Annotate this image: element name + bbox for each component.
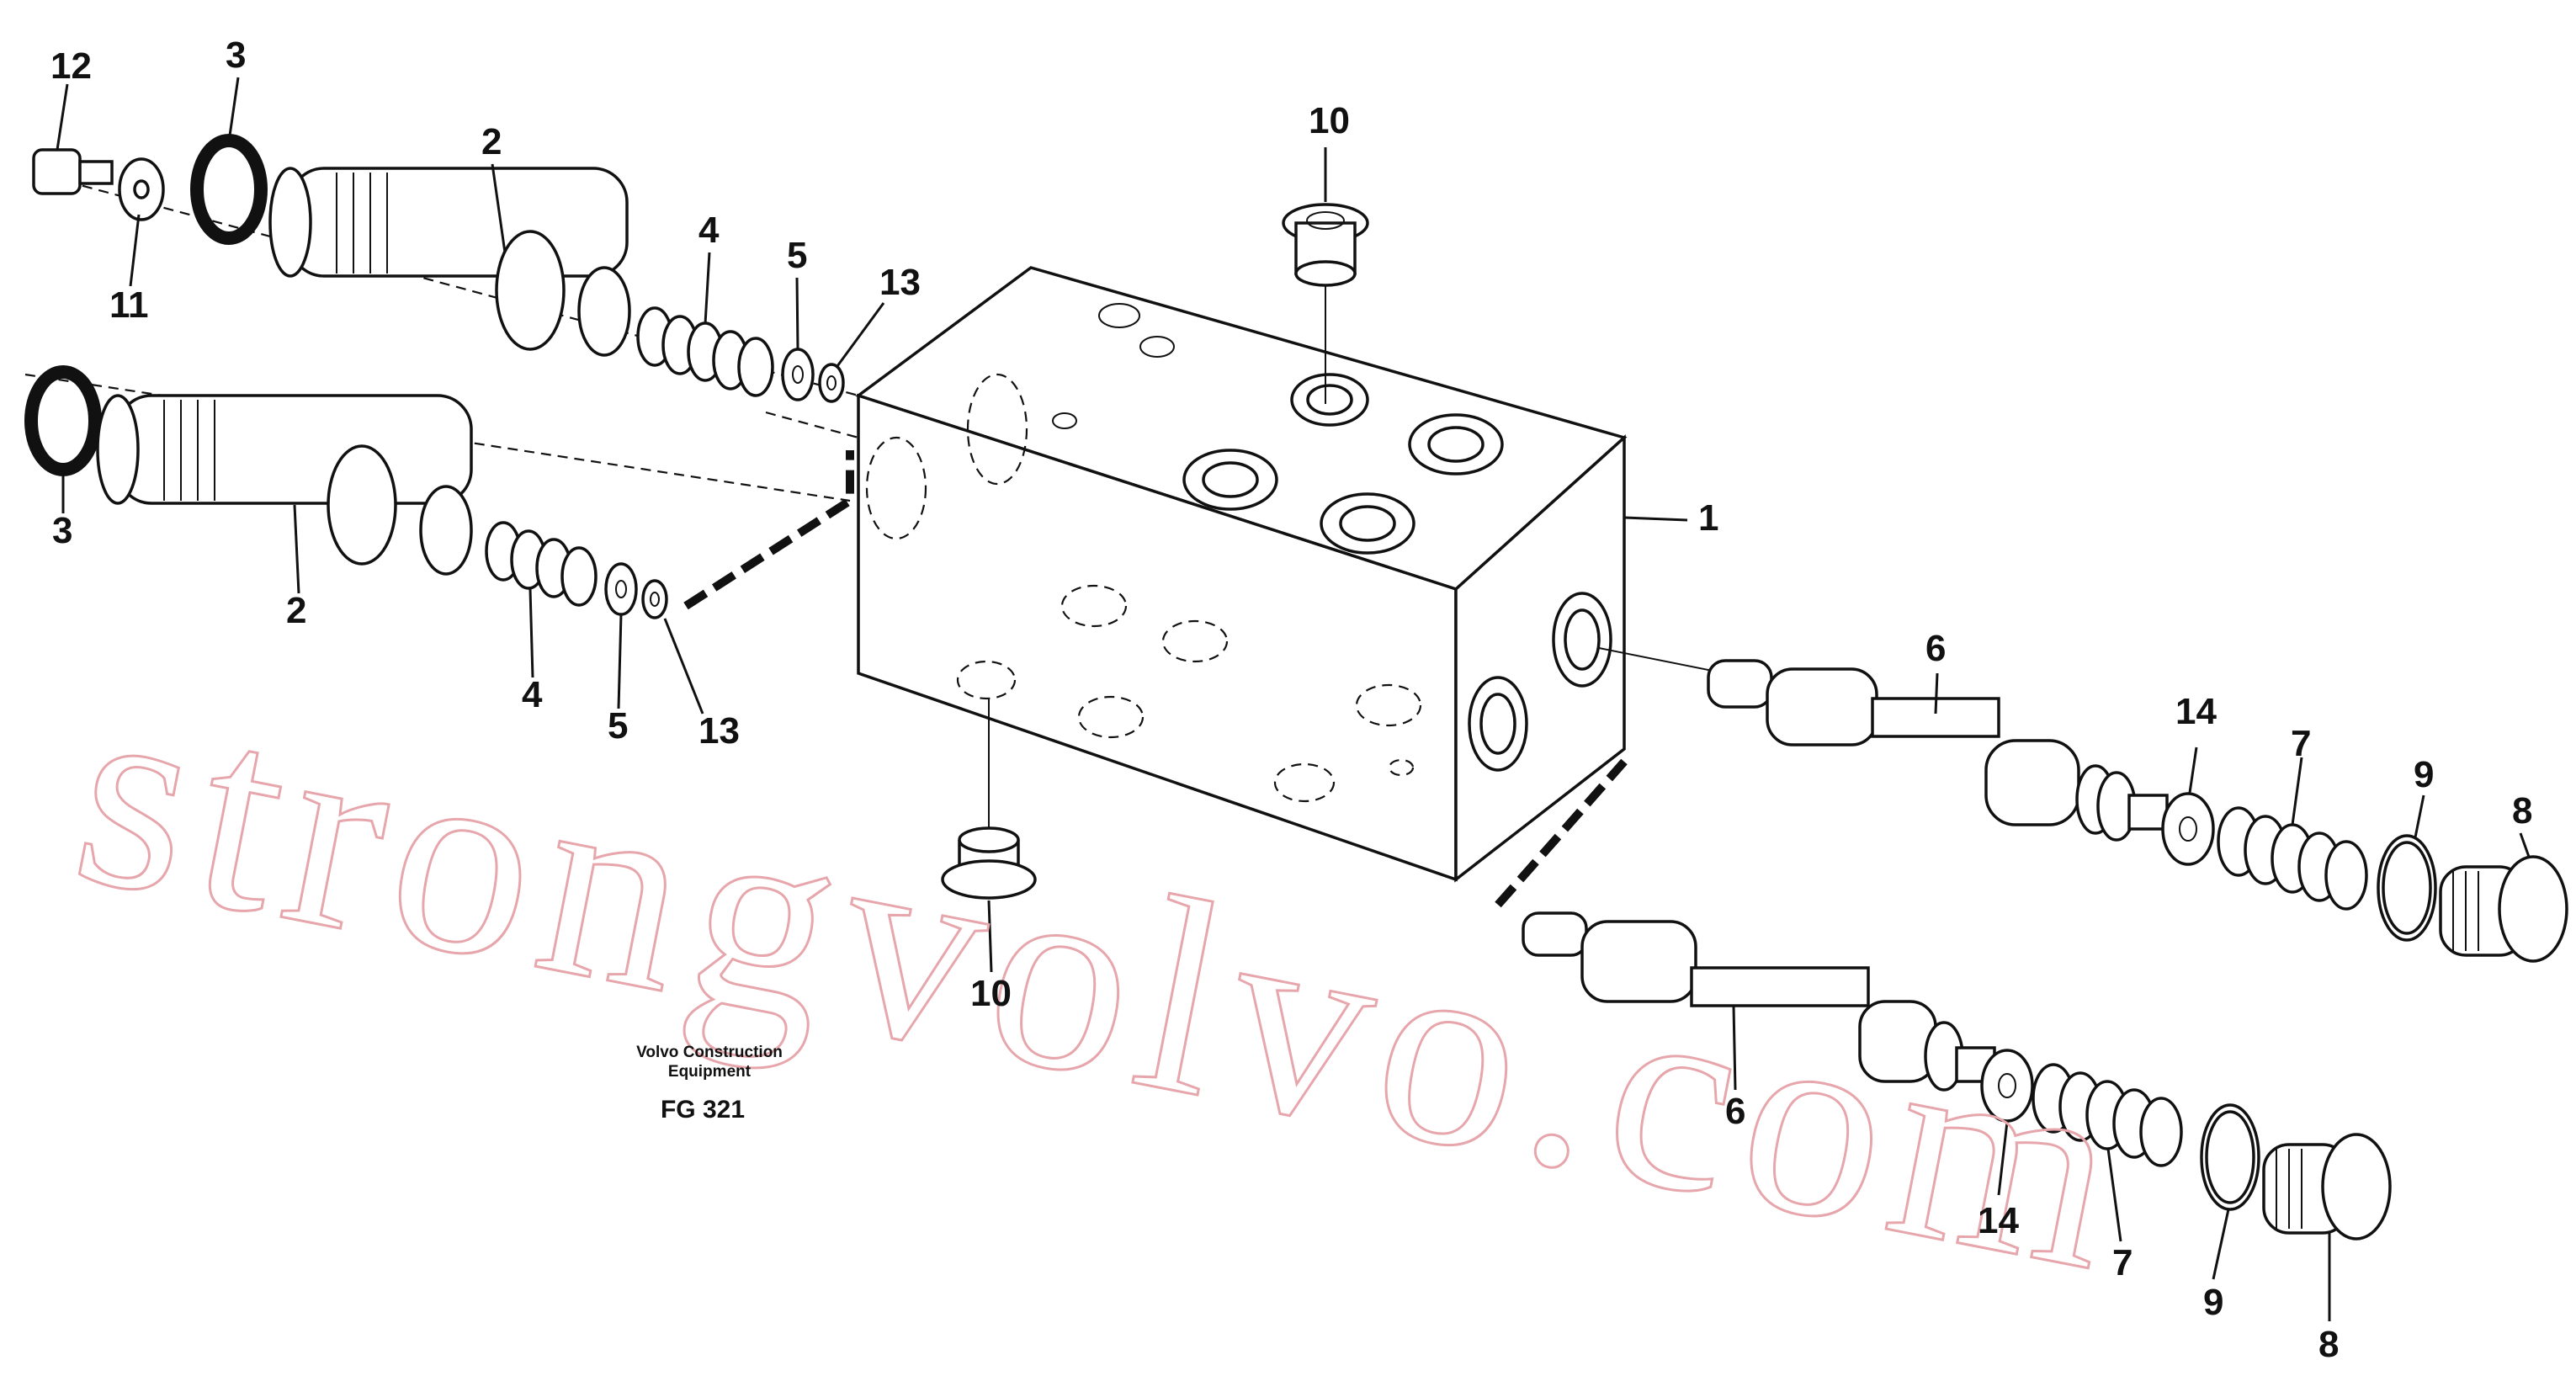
caption-company-line1: Volvo Construction [636,1044,783,1061]
callout-7-lower: 7 [2112,1242,2133,1283]
callout-3-lower: 3 [52,510,72,551]
callout-6-upper: 6 [1925,628,1946,669]
top-plug [1282,203,1369,404]
assembly-line-left [683,450,854,610]
callout-14-lower: 14 [1978,1200,2019,1241]
upper-left-cartridge-assembly [32,134,859,403]
callout-9-upper: 9 [2414,754,2434,795]
lower-right-spool-assembly [1522,911,2392,1241]
callout-6-lower: 6 [1725,1091,1745,1132]
leader-lines [56,77,2531,1321]
caption-group-code: FG 321 [661,1096,745,1124]
callout-2-lower: 2 [286,590,306,631]
callout-4-upper: 4 [698,210,720,251]
callout-12: 12 [50,45,92,87]
callout-7-upper: 7 [2291,723,2311,764]
upper-right-spool-assembly [1598,647,2568,963]
callout-1: 1 [1698,497,1718,539]
part-callouts: 12 3 2 11 4 5 13 3 2 4 5 13 10 10 1 6 14… [50,35,2532,1365]
callout-13-lower: 13 [698,710,740,752]
callout-14-upper: 14 [2175,691,2217,732]
callout-8-upper: 8 [2512,790,2532,831]
callout-5-upper: 5 [787,235,807,276]
callout-13-upper: 13 [879,262,921,303]
callout-8-lower: 8 [2318,1324,2339,1365]
caption-company-line2: Equipment [668,1063,752,1081]
center-line-upper [765,411,859,439]
callout-5-lower: 5 [608,705,628,746]
callout-2-upper: 2 [481,121,502,162]
bottom-plug [941,699,1037,900]
callout-9-lower: 9 [2203,1282,2223,1323]
callout-11: 11 [109,284,149,326]
callout-10-top: 10 [1309,100,1350,141]
valve-block [855,266,1628,883]
callout-10-bottom: 10 [970,973,1012,1014]
callout-3-upper: 3 [226,35,246,76]
lower-left-cartridge-assembly [24,365,851,619]
figure-caption: Volvo Construction Equipment FG 321 [636,1044,783,1124]
callout-4-lower: 4 [522,674,543,715]
